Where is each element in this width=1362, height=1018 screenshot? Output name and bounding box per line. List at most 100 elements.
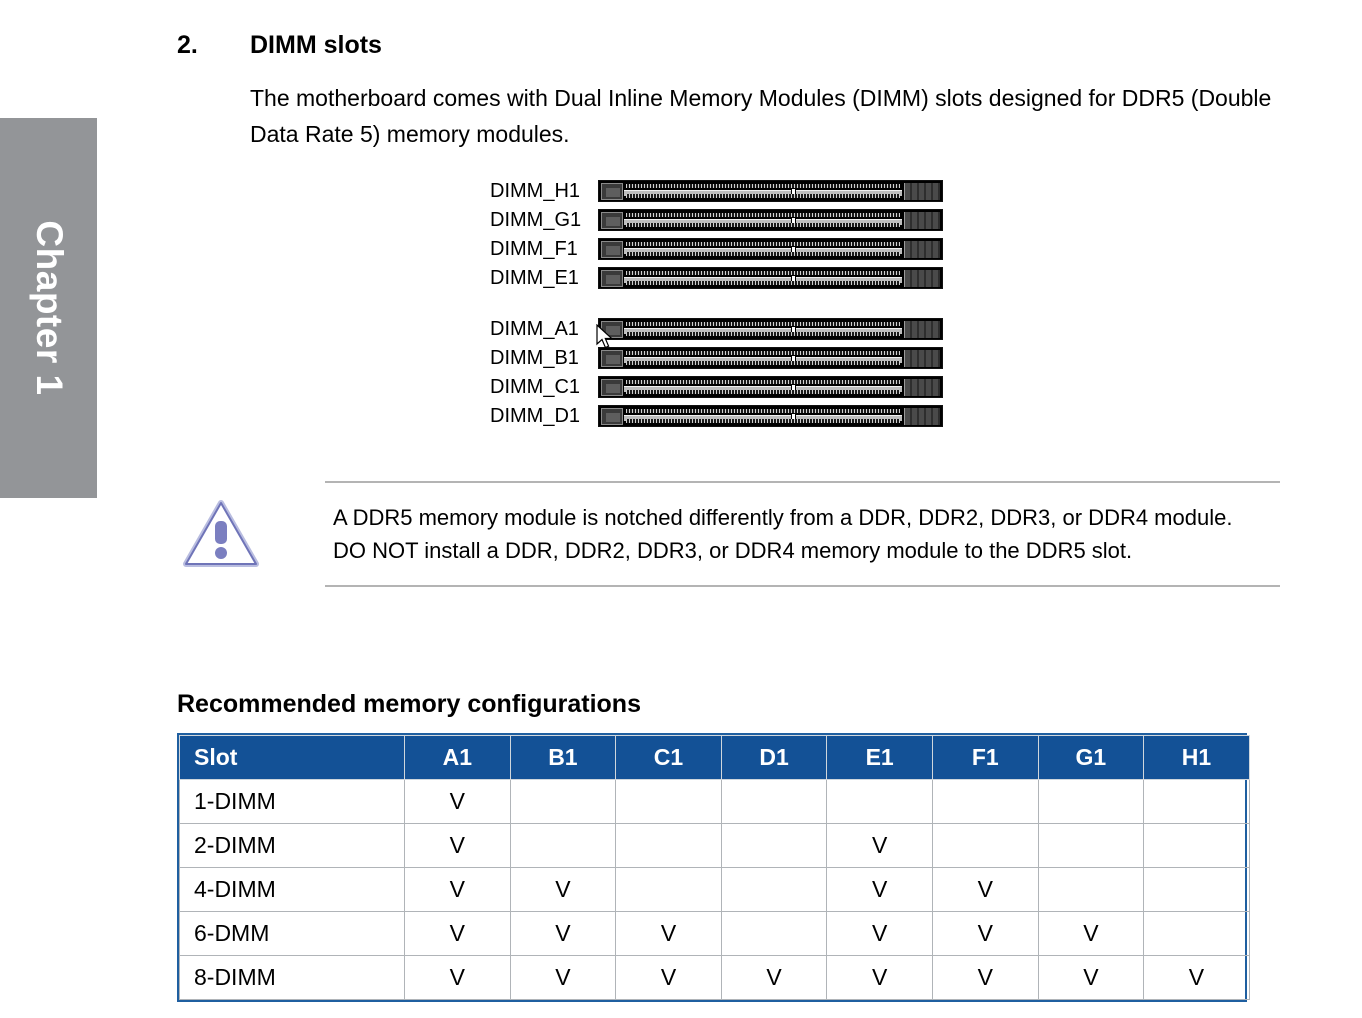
dimm-end-block [904, 350, 940, 367]
dimm-latch-icon [601, 212, 623, 229]
config-cell-a1: V [404, 779, 511, 824]
dimm-pins-top [626, 351, 900, 355]
config-row-label: 6-DMM [179, 911, 405, 956]
config-cell-d1 [720, 823, 828, 868]
dimm-latch-icon [601, 241, 623, 258]
config-col-h1: H1 [1143, 735, 1250, 780]
config-row-label: 2-DIMM [179, 823, 405, 868]
dimm-slot-label: DIMM_D1 [490, 405, 581, 427]
dimm-pins-top [626, 409, 900, 413]
dimm-center-rail [624, 248, 902, 254]
dimm-pins-bottom [626, 252, 900, 256]
dimm-slot-row: DIMM_H1 [490, 180, 960, 202]
config-col-g1: G1 [1037, 735, 1145, 780]
dimm-pins-top [626, 242, 900, 246]
config-cell-b1 [509, 779, 617, 824]
dimm-center-rail [624, 277, 902, 283]
config-row-label: 1-DIMM [179, 779, 405, 824]
config-cell-g1 [1037, 867, 1145, 912]
dimm-latch-icon [601, 350, 623, 367]
config-cell-h1 [1143, 779, 1250, 824]
config-cell-e1: V [826, 867, 933, 912]
dimm-latch-icon [601, 408, 623, 425]
dimm-slot-label: DIMM_E1 [490, 267, 579, 289]
note-divider-top [325, 481, 1280, 483]
dimm-slot-row: DIMM_E1 [490, 267, 960, 289]
dimm-end-block [904, 379, 940, 396]
dimm-center-rail [624, 415, 902, 421]
intro-paragraph: The motherboard comes with Dual Inline M… [250, 85, 1272, 147]
config-cell-e1: V [826, 955, 933, 1000]
config-cell-h1 [1143, 823, 1250, 868]
section-title: DIMM slots [250, 31, 382, 59]
warning-triangle-icon [183, 500, 259, 567]
dimm-slot-row: DIMM_C1 [490, 376, 960, 398]
config-cell-f1: V [931, 955, 1039, 1000]
dimm-pins-top [626, 184, 900, 188]
config-cell-g1 [1037, 823, 1145, 868]
dimm-center-rail [624, 219, 902, 225]
dimm-end-block [904, 183, 940, 200]
dimm-slot-row: DIMM_G1 [490, 209, 960, 231]
dimm-slot-graphic [598, 180, 943, 202]
config-col-d1: D1 [720, 735, 828, 780]
dimm-pins-top [626, 271, 900, 275]
note-divider-bottom [325, 585, 1280, 587]
config-cell-d1 [720, 867, 828, 912]
config-cell-c1: V [615, 911, 722, 956]
dimm-slot-graphic [598, 238, 943, 260]
dimm-latch-icon [601, 270, 623, 287]
dimm-center-rail [624, 357, 902, 363]
dimm-latch-icon [601, 379, 623, 396]
chapter-tab: Chapter 1 [0, 118, 97, 498]
dimm-end-block [904, 270, 940, 287]
dimm-slot-label: DIMM_G1 [490, 209, 582, 231]
config-cell-b1: V [509, 955, 617, 1000]
config-cell-d1 [720, 779, 828, 824]
config-cell-e1: V [826, 823, 933, 868]
config-col-a1: A1 [404, 735, 511, 780]
config-cell-c1: V [615, 955, 722, 1000]
section-number: 2. [177, 31, 198, 59]
dimm-slot-label: DIMM_F1 [490, 238, 578, 260]
dimm-slot-label: DIMM_H1 [490, 180, 581, 202]
dimm-slot-graphic [598, 405, 943, 427]
dimm-slot-row: DIMM_D1 [490, 405, 960, 427]
dimm-slot-graphic [598, 376, 943, 398]
dimm-center-rail [624, 328, 902, 334]
config-cell-d1 [720, 911, 828, 956]
config-cell-c1 [615, 823, 722, 868]
dimm-slot-graphic [598, 347, 943, 369]
config-col-e1: E1 [826, 735, 933, 780]
note-block: A DDR5 memory module is notched differen… [325, 481, 1280, 587]
config-cell-g1 [1037, 779, 1145, 824]
dimm-slot-row: DIMM_B1 [490, 347, 960, 369]
config-cell-f1 [931, 823, 1039, 868]
dimm-center-rail [624, 190, 902, 196]
config-col-b1: B1 [509, 735, 617, 780]
config-cell-h1: V [1143, 955, 1250, 1000]
dimm-pins-bottom [626, 281, 900, 285]
config-col-slot: Slot [179, 735, 405, 780]
dimm-center-rail [624, 386, 902, 392]
dimm-pins-bottom [626, 332, 900, 336]
config-cell-c1 [615, 867, 722, 912]
dimm-pins-top [626, 380, 900, 384]
dimm-pins-bottom [626, 194, 900, 198]
config-cell-a1: V [404, 955, 511, 1000]
config-cell-a1: V [404, 867, 511, 912]
dimm-latch-icon [601, 321, 623, 338]
config-cell-a1: V [404, 911, 511, 956]
config-cell-g1: V [1037, 955, 1145, 1000]
config-cell-f1: V [931, 867, 1039, 912]
